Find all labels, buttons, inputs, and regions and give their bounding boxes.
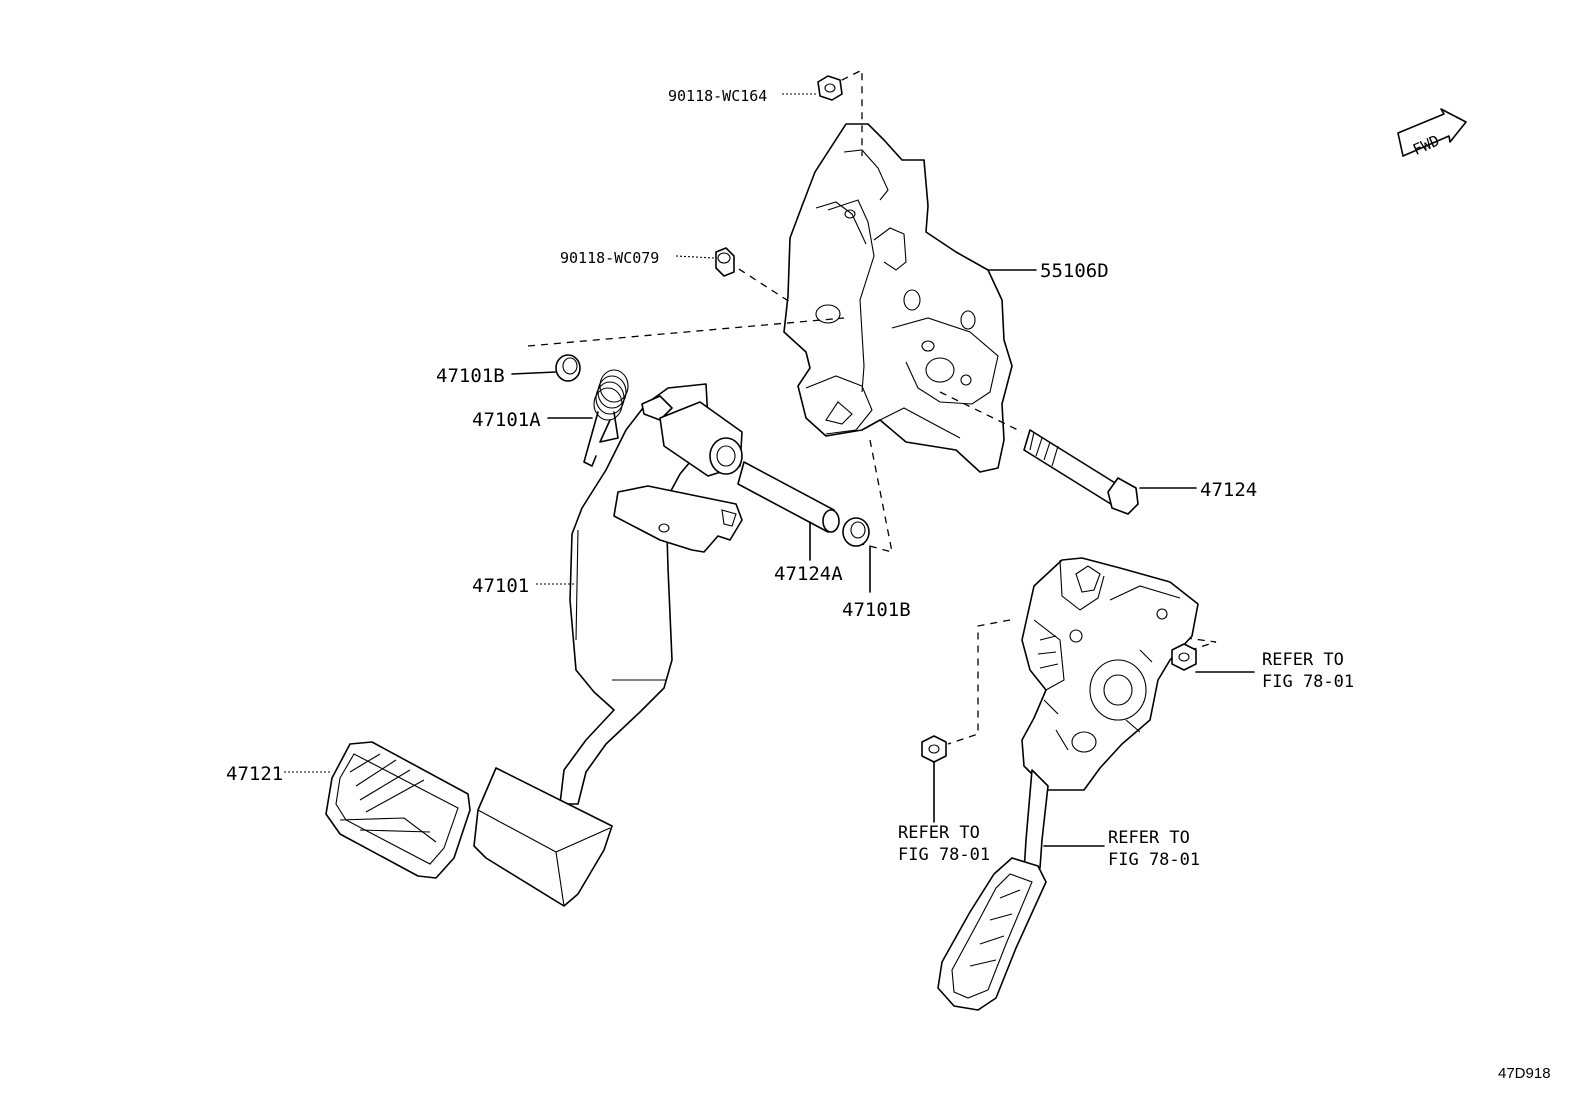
spring-47101a [583, 369, 629, 467]
assembly-line-lower [861, 439, 893, 553]
label-47121: 47121 [226, 763, 283, 785]
leader-90118-wc079 [675, 255, 715, 259]
label-55106d: 55106D [1040, 260, 1109, 282]
assembly-line-bolt [939, 391, 1023, 433]
ref-left-line2: FIG 78-01 [898, 845, 990, 865]
pedal-pad-cover-47121 [325, 741, 471, 879]
brake-pedal-arm-47101 [559, 383, 743, 805]
label-47124: 47124 [1200, 479, 1257, 501]
ref-right-line2: FIG 78-01 [1262, 672, 1354, 692]
pedal-bracket-55106d [783, 123, 1013, 473]
ref-pedal-line1: REFER TO [1108, 828, 1190, 848]
fwd-arrow-icon: FWD [1397, 108, 1467, 159]
label-47101: 47101 [472, 575, 529, 597]
nut-accel-left [921, 735, 947, 763]
pin-47124a [737, 461, 840, 533]
assembly-line-accel-left [947, 619, 1011, 745]
leader-47101b-top [511, 371, 557, 375]
label-47101a: 47101A [472, 409, 541, 431]
ref-right-line1: REFER TO [1262, 650, 1344, 670]
assembly-line-top [829, 68, 863, 156]
bushing-47101b-top [555, 354, 581, 382]
nut-90118-wc164 [817, 75, 843, 101]
label-47101b-top: 47101B [436, 365, 505, 387]
accelerator-pedal-pad [937, 857, 1047, 1011]
label-90118-wc164: 90118-WC164 [668, 87, 767, 105]
label-47124a: 47124A [774, 563, 843, 585]
figure-id: 47D918 [1498, 1065, 1551, 1082]
bushing-47101b-bottom [842, 517, 870, 547]
label-90118-wc079: 90118-WC079 [560, 249, 659, 267]
nut-accel-right [1171, 643, 1197, 671]
bolt-47124 [1023, 429, 1139, 515]
accelerator-pedal-module [1021, 557, 1199, 873]
ref-left-line1: REFER TO [898, 823, 980, 843]
nut-90118-wc079 [715, 247, 735, 277]
label-47101b-bottom: 47101B [842, 599, 911, 621]
assembly-line-pivot [527, 317, 845, 347]
ref-pedal-line2: FIG 78-01 [1108, 850, 1200, 870]
assembly-line-washer [727, 261, 791, 303]
brake-pedal-pad [473, 767, 613, 907]
